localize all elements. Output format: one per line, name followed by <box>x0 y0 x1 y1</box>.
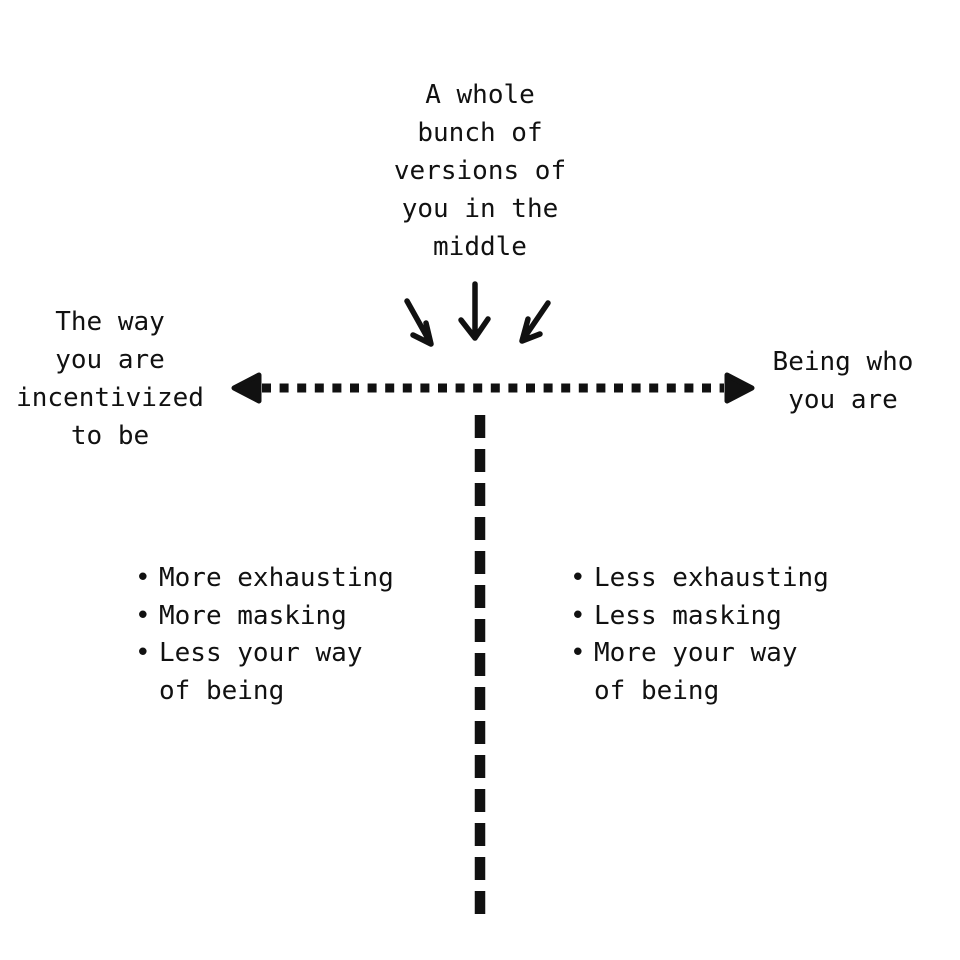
left-list: • More exhausting • More masking • Less … <box>133 560 399 710</box>
bullet-icon: • <box>135 563 151 593</box>
list-item-text: Less your way of being <box>159 638 363 706</box>
horizontal-dotted-double-arrow <box>231 372 755 404</box>
left-axis-label-line: The way <box>55 307 165 337</box>
top-label-line: bunch of <box>417 118 543 148</box>
top-label-line: middle <box>433 232 527 262</box>
down-left-arrow-icon <box>519 300 551 344</box>
list-item-text: Less exhausting <box>594 563 829 593</box>
left-axis-label-line: you are <box>55 345 165 375</box>
down-right-arrow-icon <box>404 298 434 347</box>
bullet-icon: • <box>135 638 151 668</box>
converging-down-arrows-icon <box>404 281 551 347</box>
bullet-icon: • <box>570 563 586 593</box>
right-axis-label-line: you are <box>788 385 898 415</box>
down-arrow-icon <box>458 281 491 341</box>
left-axis-label-line: incentivized <box>16 383 204 413</box>
bullet-icon: • <box>135 600 151 631</box>
list-item-text: More masking <box>159 600 347 631</box>
list-item: • Less exhausting <box>568 560 834 598</box>
right-axis-label-line: Being who <box>772 347 914 377</box>
bullet-icon: • <box>570 638 586 668</box>
left-axis-label-line: to be <box>70 421 150 451</box>
left-arrowhead-icon <box>231 372 262 404</box>
list-item: • More masking <box>133 598 399 636</box>
vertical-dashed-line <box>474 415 486 921</box>
top-label-line: you in the <box>401 194 559 224</box>
top-label-line: A whole <box>425 80 535 110</box>
top-label: A whole bunch of versions of you in the … <box>330 76 630 266</box>
list-item: • More your way of being <box>568 635 834 710</box>
list-item: • More exhausting <box>133 560 399 598</box>
right-axis-label: Being who you are <box>768 343 918 419</box>
list-item: • Less masking <box>568 598 834 636</box>
right-list: • Less exhausting • Less masking • More … <box>568 560 834 710</box>
top-label-line: versions of <box>393 156 567 186</box>
bullet-icon: • <box>570 600 586 631</box>
list-item-text: More exhausting <box>159 563 394 593</box>
list-item: • Less your way of being <box>133 635 399 710</box>
right-arrowhead-icon <box>724 372 755 404</box>
left-axis-label: The way you are incentivized to be <box>0 303 220 455</box>
list-item-text: Less masking <box>594 600 782 631</box>
list-item-text: More your way of being <box>594 638 798 706</box>
